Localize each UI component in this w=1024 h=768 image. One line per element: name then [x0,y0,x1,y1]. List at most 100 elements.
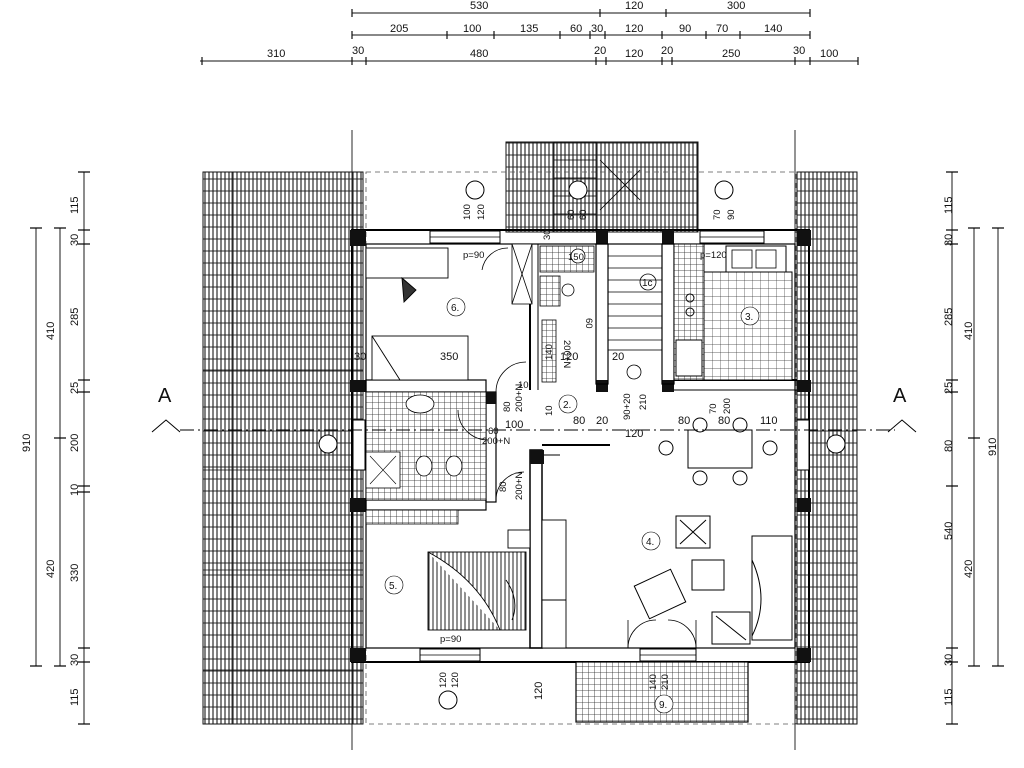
dim-left-115a: 115 [69,196,81,214]
note-100: 100 [505,419,523,431]
room-4-label: 4. [646,537,654,548]
dim-right-285: 285 [943,308,955,326]
note-150: 150 [568,252,584,263]
dim-r3-480: 480 [470,48,488,60]
dim-right-910: 910 [987,438,999,456]
dim-right-420: 420 [963,560,975,578]
note-350: 350 [440,351,458,363]
annotations: p=90 p=90 p=120 350 100 120 80 20 120 80… [354,204,778,700]
note-200-right: 200 [722,398,733,414]
dim-r2-70: 70 [716,23,728,35]
note-120-door6: 120 [476,204,487,220]
note-10-b: 10 [544,405,555,416]
note-30-left: 30 [354,351,366,363]
dim-right-30a: 30 [943,234,955,246]
section-label-right: A [893,385,907,407]
dim-left-420: 420 [45,560,57,578]
note-90-20: 90+20 [622,393,633,420]
dim-top-530: 530 [470,0,488,12]
note-100-door6: 100 [462,204,473,220]
note-210-v: 210 [638,394,649,410]
dim-top-300: 300 [727,0,745,12]
note-120-door5a: 120 [438,672,449,688]
dim-left-285: 285 [69,308,81,326]
note-p90-bottom: p=90 [440,634,461,645]
bed-room-6 [365,247,469,381]
note-70-right: 70 [708,403,719,414]
note-20-stair: 20 [612,351,624,363]
note-80-mid: 80 [573,415,585,427]
note-p90-top: p=90 [463,250,484,261]
note-80-b: 80 [498,481,509,492]
dim-r2-60: 60 [570,23,582,35]
dim-r2-120: 120 [625,23,643,35]
dim-right-115a: 115 [943,196,955,214]
room-9-label: 9. [659,700,667,711]
dim-r3-20b: 20 [661,45,673,57]
note-120-mid: 120 [560,351,578,363]
note-60: 60 [488,426,499,437]
note-200N-a: 200+N [514,384,525,412]
note-p120: p=120 [700,250,727,261]
note-60-top2: 60 [578,209,589,220]
note-210-bottom: 210 [660,674,671,690]
dim-right-410: 410 [963,322,975,340]
roof-top [505,141,699,233]
dim-left-25: 25 [69,382,81,394]
bath-upper [511,243,595,383]
axis-markers [318,180,846,710]
room-2-label: 2. [563,400,571,411]
section-line: A A [151,385,917,433]
dim-r3-250: 250 [722,48,740,60]
note-80-a: 80 [502,401,513,412]
dim-right-80: 80 [943,440,955,452]
bath-lower [365,391,487,525]
bed-room-5 [427,519,567,649]
room-labels: 6. 5. 4. 3. 2. 1c 9. [384,278,760,714]
note-90-door3: 90 [726,209,737,220]
dim-left-910: 910 [21,434,33,452]
note-20-mid: 20 [596,415,608,427]
dim-right-30b: 30 [943,654,955,666]
note-110: 110 [760,415,778,427]
note-60-top: 60 [566,209,577,220]
dim-r2-100: 100 [463,23,481,35]
dim-left-115b: 115 [69,688,81,706]
dim-left-30a: 30 [69,234,81,246]
dim-right-115b: 115 [943,688,955,706]
note-70-door3: 70 [712,209,723,220]
columns [350,230,811,662]
living-furniture [633,417,793,645]
dim-left-10: 10 [69,484,81,496]
kitchen-units [673,243,793,381]
note-80-right2: 80 [718,415,730,427]
dim-left-200: 200 [69,434,81,452]
dim-r3-30: 30 [352,45,364,57]
dim-r2-30: 30 [591,23,603,35]
dim-r2-205: 205 [390,23,408,35]
top-dimensions: 530 120 300 205 100 135 60 30 120 90 70 … [200,0,859,65]
note-200N-c: 200+N [482,436,510,447]
dim-right-25: 25 [943,382,955,394]
right-dimensions: 115 30 285 25 80 540 30 115 410 420 910 [943,171,1004,725]
dim-r3-310: 310 [267,48,285,60]
dim-r3-30b: 30 [793,45,805,57]
note-10-a: 10 [518,380,529,391]
note-30-top: 30 [542,229,553,240]
staircase [607,243,663,380]
note-200N-top: 200+N [561,340,572,368]
dim-r2-135: 135 [520,23,538,35]
left-dimensions: 910 410 420 115 30 285 25 200 10 330 30 … [21,171,90,725]
note-120-low: 120 [625,428,643,440]
room-5-label: 5. [389,581,397,592]
room-6-label: 6. [451,303,459,314]
doors [457,247,697,649]
roof-left [202,171,364,725]
dim-top-120: 120 [625,0,643,12]
dim-r2-140: 140 [764,23,782,35]
dim-r3-100: 100 [820,48,838,60]
section-label-left: A [158,385,172,407]
dim-r3-120: 120 [625,48,643,60]
note-140-v: 140 [544,344,555,360]
dim-left-410: 410 [45,322,57,340]
